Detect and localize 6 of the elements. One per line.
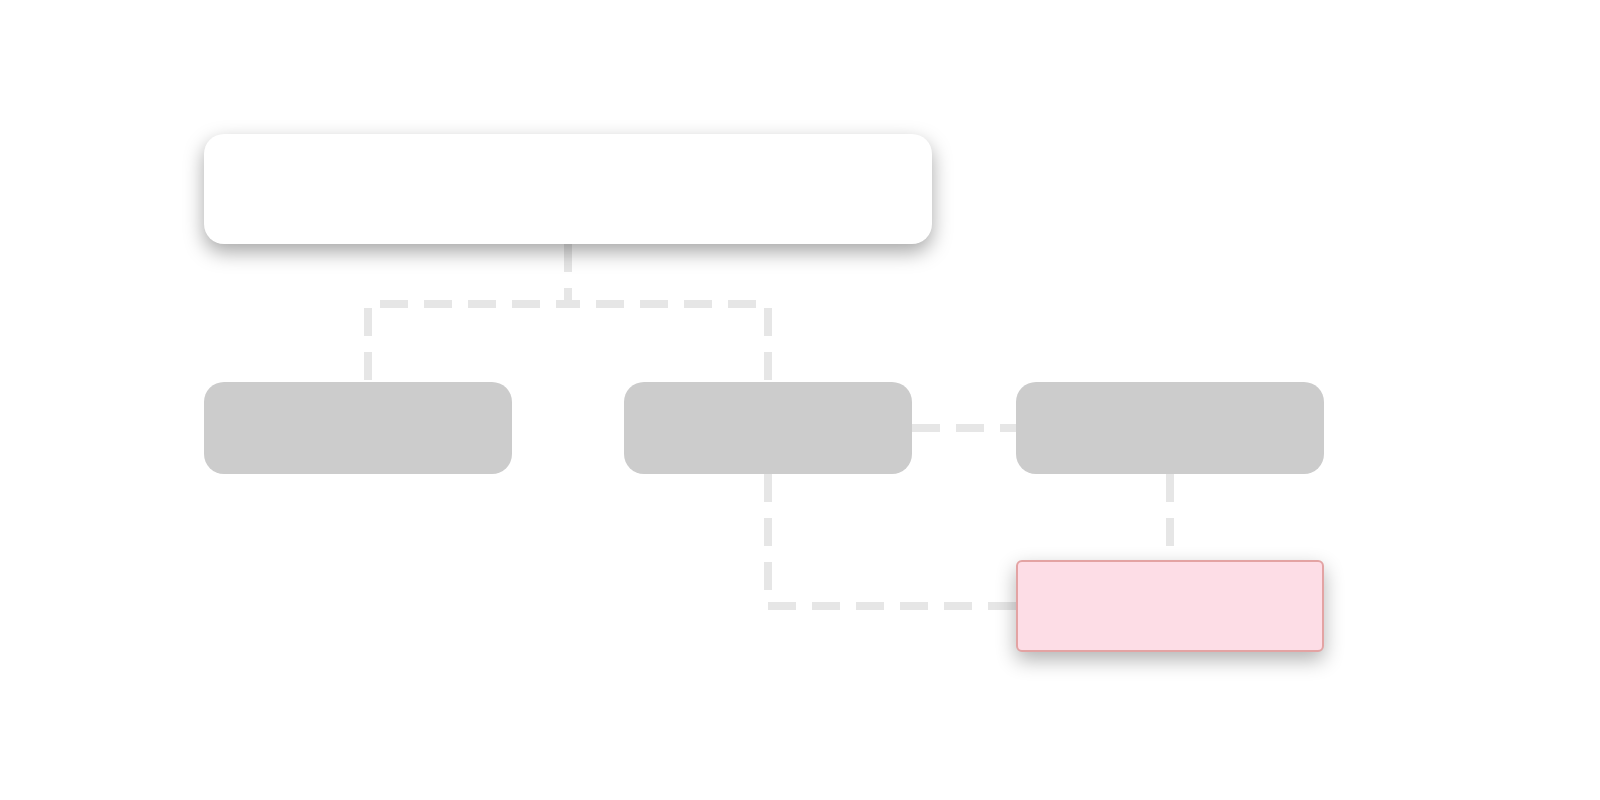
process-box <box>624 382 912 474</box>
process-box <box>204 382 512 474</box>
process-box <box>1016 382 1324 474</box>
connector-line <box>764 474 1016 610</box>
header-box <box>204 134 932 244</box>
highlight-box <box>1016 560 1324 652</box>
